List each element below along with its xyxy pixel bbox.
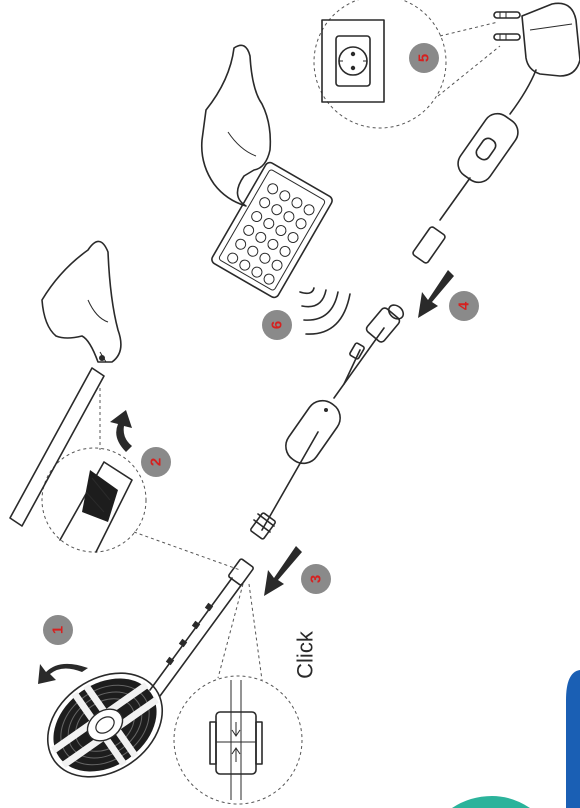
controller-module: [285, 399, 341, 465]
peel-zoom-circle: [41, 447, 241, 571]
click-label: Click: [293, 630, 318, 679]
strip-connector: [228, 558, 254, 586]
step-number-2: 2: [148, 458, 165, 466]
step-number-4: 4: [456, 301, 473, 310]
remote-control: [211, 161, 333, 299]
insert-arrow-4-icon: [418, 270, 454, 318]
controller-cable: [250, 431, 319, 540]
step-number-3: 3: [308, 575, 325, 583]
led-strip-tail: [149, 577, 243, 697]
step-badge-1: 1: [43, 615, 73, 645]
dc-socket: [365, 304, 405, 343]
ir-receiver-branch: [343, 342, 365, 385]
inline-switch: [457, 112, 519, 184]
step-number-5: 5: [416, 54, 433, 62]
blue-corner-accent: [566, 670, 580, 808]
unroll-arrow-icon: [38, 663, 88, 684]
led-strip-reel: [46, 672, 164, 778]
step-number-6: 6: [269, 321, 286, 329]
remote-buttons: [227, 183, 315, 285]
connector-zoom-circle: [173, 583, 303, 805]
wall-outlet-zoom-circle: [313, 0, 501, 129]
insert-arrow-3-icon: [264, 546, 302, 596]
adapter-cable: [509, 69, 537, 115]
rotate-arrow-icon: [110, 410, 132, 452]
step-badge-4: 4: [449, 291, 479, 321]
dc-plug: [412, 177, 471, 264]
hand-peeling-icon: [41, 240, 122, 363]
tape-strip: [9, 367, 105, 527]
hand-holding-remote-icon: [200, 44, 272, 207]
plug-pins: [493, 11, 521, 41]
step-badge-2: 2: [141, 447, 171, 477]
teal-corner-accent: [452, 796, 530, 808]
ir-signal-waves-icon: [299, 287, 351, 335]
controller-cable-upper: [333, 327, 385, 399]
power-adapter: [521, 2, 580, 77]
step-badge-5: 5: [409, 43, 439, 73]
step-number-1: 1: [50, 626, 67, 634]
step-badge-3: 3: [301, 564, 331, 594]
step-badge-6: 6: [262, 310, 292, 340]
